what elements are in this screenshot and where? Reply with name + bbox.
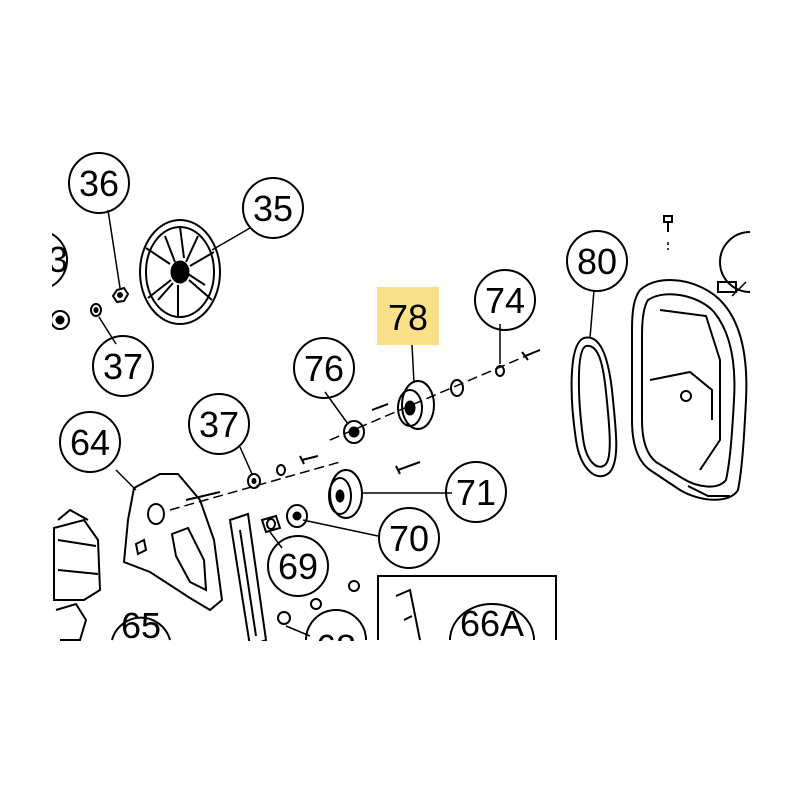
part-64-bracket [122, 473, 224, 612]
part-cover-screw [663, 215, 673, 250]
leader-37-mid [239, 446, 253, 475]
callout-66A: 66A [449, 603, 535, 644]
svg-text:65: 65 [121, 605, 161, 646]
left-crop [0, 0, 52, 800]
leader-78 [411, 344, 415, 384]
part-69-bushing [260, 514, 282, 534]
part-35-impeller [139, 219, 221, 325]
callout-70: 70 [378, 507, 440, 569]
part-37-washer-mid [247, 455, 319, 489]
svg-text:35: 35 [253, 188, 293, 229]
leader-35 [211, 227, 251, 251]
leader-37-top [98, 316, 117, 345]
callout-69: 69 [267, 535, 329, 597]
svg-text:74: 74 [485, 280, 525, 321]
svg-text:64: 64 [70, 422, 110, 463]
svg-text:66A: 66A [460, 603, 524, 644]
svg-text:70: 70 [389, 518, 429, 559]
svg-text:37: 37 [103, 346, 143, 387]
svg-text:76: 76 [304, 348, 344, 389]
callout-36: 36 [68, 152, 130, 214]
callout-71: 71 [445, 461, 507, 523]
part-74-hardware [495, 349, 541, 377]
svg-text:37: 37 [199, 404, 239, 445]
svg-text:69: 69 [278, 546, 318, 587]
bottom-crop [0, 641, 800, 800]
part-66A-box [377, 575, 557, 641]
callout-76: 76 [293, 337, 355, 399]
part-36-nut [111, 286, 130, 304]
callout-80: 80 [566, 230, 628, 292]
leader-36 [107, 209, 121, 289]
leader-80 [589, 289, 595, 339]
svg-text:3: 3 [48, 239, 68, 280]
callout-78: 78 [377, 287, 439, 345]
part-37-washer-top [90, 303, 102, 317]
part-76-bearing [343, 420, 365, 444]
part-plate [228, 512, 268, 648]
callout-74: 74 [474, 269, 536, 331]
leader-70 [302, 519, 379, 537]
svg-text:71: 71 [456, 472, 496, 513]
svg-text:36: 36 [79, 163, 119, 204]
svg-text:80: 80 [577, 241, 617, 282]
callout-64: 64 [59, 411, 121, 473]
callout-37-top: 37 [92, 335, 154, 397]
callout-78-highlight [377, 287, 439, 345]
part-left-bolt [50, 310, 70, 330]
right-crop [751, 0, 800, 800]
part-80-belt [570, 336, 618, 478]
callout-3: 3 [48, 233, 69, 287]
svg-text:78: 78 [388, 297, 428, 338]
axis-line-upper [329, 349, 541, 441]
callout-37-mid: 37 [188, 393, 250, 455]
callout-35: 35 [242, 177, 304, 239]
part-78-pulley [371, 379, 464, 430]
leader-69 [269, 531, 283, 549]
part-8-belt-cover [631, 278, 748, 501]
callout-65: 65 [111, 605, 171, 646]
part-71-pulley [328, 461, 421, 519]
axis-line-lower [169, 461, 341, 511]
part-70-bearing [286, 504, 308, 528]
part-engine-housing [53, 508, 102, 641]
leader-64 [115, 469, 137, 491]
